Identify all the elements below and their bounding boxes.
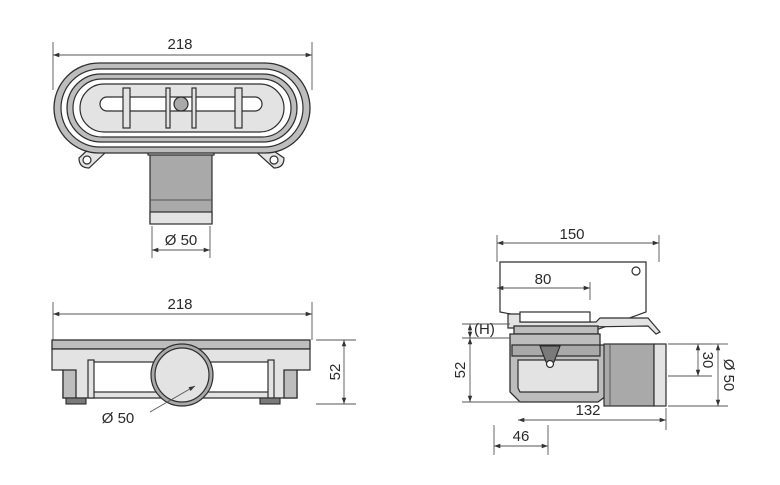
side-height-label: 52 <box>452 362 469 379</box>
side-overall-width-dimension: 150 <box>496 226 660 262</box>
side-adjustable-height-dimension: (H) <box>462 321 510 338</box>
side-outlet-diameter-dimension: Ø 50 <box>668 343 737 407</box>
side-height-dimension: 52 <box>452 337 520 403</box>
side-length-label: 132 <box>575 402 600 419</box>
side-grate-width-dimension: 80 <box>497 271 591 300</box>
top-outlet-label: Ø 50 <box>165 232 198 249</box>
top-outlet-pipe <box>149 147 213 225</box>
side-outlet-height-dimension: 30 <box>668 343 716 377</box>
side-length-dimension: 132 <box>518 402 667 430</box>
top-outlet-dimension: Ø 50 <box>151 226 211 258</box>
side-grate-width-label: 80 <box>535 271 552 288</box>
side-view: 150 80 <box>452 226 737 455</box>
side-outlet-diameter-label: Ø 50 <box>720 359 737 392</box>
side-outlet-pipe <box>603 343 667 407</box>
front-height-dimension: 52 <box>316 339 356 405</box>
top-view: 218 <box>52 36 313 258</box>
side-body <box>509 333 607 403</box>
front-width-dimension: 218 <box>52 296 313 340</box>
front-outlet-label: Ø 50 <box>102 410 135 427</box>
top-width-label: 218 <box>167 36 192 53</box>
side-offset-label: 46 <box>513 428 530 445</box>
side-adjustable-height-label: (H) <box>474 321 495 338</box>
front-outlet <box>150 343 214 407</box>
side-offset-dimension: 46 <box>493 425 549 455</box>
front-width-label: 218 <box>167 296 192 313</box>
side-overall-width-label: 150 <box>559 226 584 243</box>
top-width-dimension: 218 <box>52 36 313 90</box>
side-outlet-height-label: 30 <box>699 352 716 369</box>
front-height-label: 52 <box>327 364 344 381</box>
top-grate <box>99 87 263 129</box>
front-outlet-dimension: Ø 50 <box>102 385 196 427</box>
front-view: 218 Ø 50 52 <box>51 296 356 427</box>
